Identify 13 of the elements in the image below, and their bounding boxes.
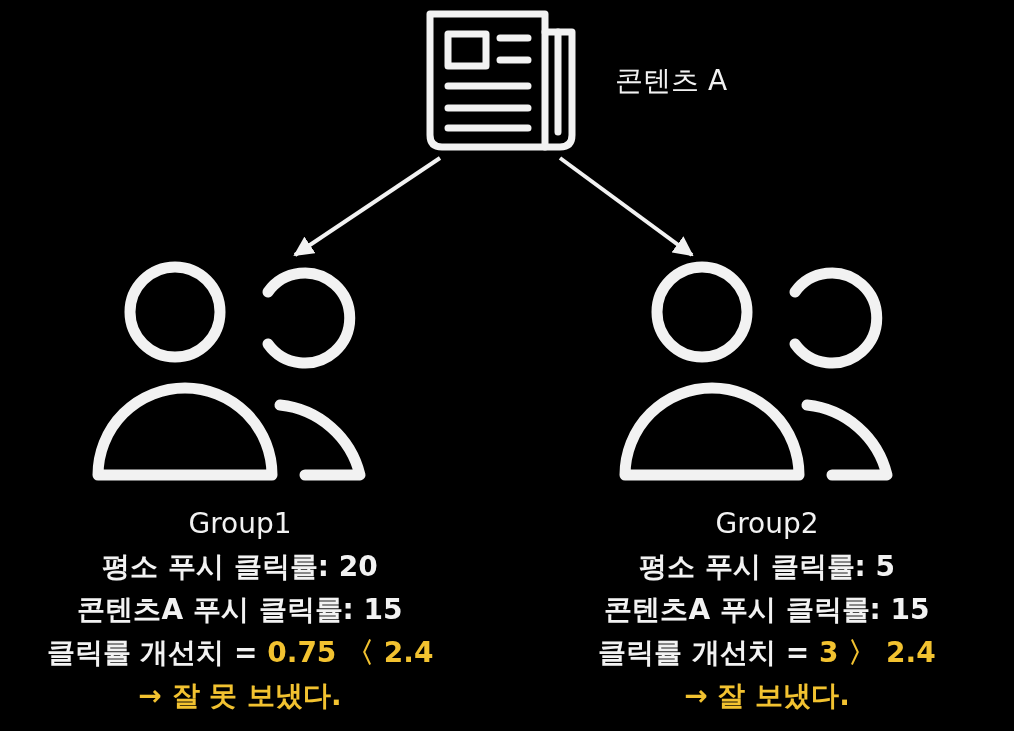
stat-text: 콘텐츠A 푸시 클릭률: 15 xyxy=(603,592,931,628)
content-label: 콘텐츠 A xyxy=(615,63,728,99)
stat-text: 평소 푸시 클릭률: 5 xyxy=(638,549,896,585)
stat-text: → 잘 못 보냈다. xyxy=(137,678,343,714)
stat-text: 콘텐츠A 푸시 클릭률: 15 xyxy=(76,592,404,628)
arrow xyxy=(558,156,694,257)
group-title: Group2 xyxy=(714,506,820,542)
stat-text: 클릭률 개선치 = 0.75 〈 2.4 xyxy=(45,635,435,671)
group-title: Group1 xyxy=(187,506,293,542)
stat-text: 평소 푸시 클릭률: 20 xyxy=(101,549,379,585)
arrow xyxy=(293,156,442,257)
stat-text: → 잘 보냈다. xyxy=(683,678,851,714)
stat-text: 클릭률 개선치 = 3 〉 2.4 xyxy=(597,635,937,671)
